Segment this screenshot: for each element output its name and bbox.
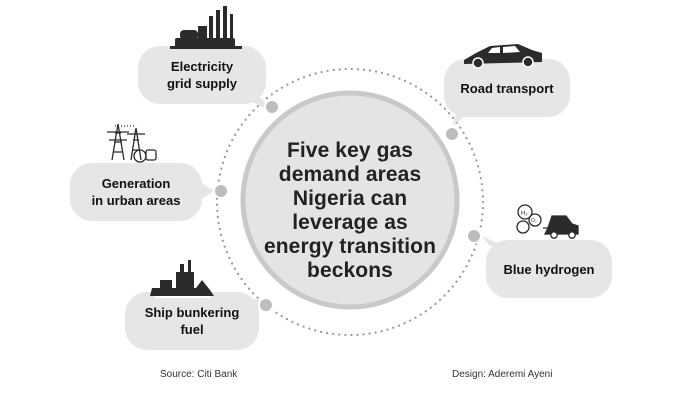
node-electricity <box>264 99 280 115</box>
power-pylon-icon <box>107 123 157 163</box>
label-ship: Ship bunkering fuel <box>130 304 254 338</box>
center-line: Nigeria can <box>292 187 408 210</box>
center-line: demand areas <box>278 163 422 186</box>
bubble-generation <box>70 163 214 221</box>
center-line: Five key gas <box>286 139 414 162</box>
label-line: Blue hydrogen <box>503 262 595 277</box>
label-electricity: Electricity grid supply <box>143 58 261 92</box>
factory-icon <box>170 6 242 49</box>
label-line: Ship bunkering <box>144 305 240 320</box>
car-icon <box>464 44 542 69</box>
node-generation <box>213 183 229 199</box>
label-line: in urban areas <box>91 193 181 208</box>
center-circle <box>240 90 460 310</box>
bubble-road <box>444 59 570 126</box>
label-line: Road transport <box>460 81 554 96</box>
design-credit: Design: Aderemi Ayeni <box>452 369 553 380</box>
node-road <box>444 126 460 142</box>
center-line: leverage as <box>292 211 408 234</box>
label-line: Electricity <box>170 59 234 74</box>
label-generation: Generation in urban areas <box>75 175 197 209</box>
svg-text:H₂: H₂ <box>521 211 528 217</box>
source-credit: Source: Citi Bank <box>160 369 238 380</box>
node-hydrogen <box>466 228 482 244</box>
label-line: Generation <box>101 176 171 191</box>
node-ship <box>258 297 274 313</box>
label-line: fuel <box>180 322 204 337</box>
label-line: grid supply <box>166 76 238 91</box>
dotted-ring <box>215 67 485 337</box>
bubble-electricity <box>138 46 268 110</box>
ring-nodes <box>213 99 482 313</box>
label-hydrogen: Blue hydrogen <box>491 261 607 278</box>
bubble-hydrogen <box>482 236 612 298</box>
center-line: beckons <box>307 259 393 282</box>
center-line: energy transition <box>263 235 437 258</box>
ship-icon <box>150 260 214 298</box>
label-road: Road transport <box>449 80 565 97</box>
svg-text:O₂: O₂ <box>531 218 537 224</box>
center-title: Five key gas demand areas Nigeria can le… <box>255 139 445 283</box>
hydrogen-vehicle-icon <box>516 204 579 239</box>
